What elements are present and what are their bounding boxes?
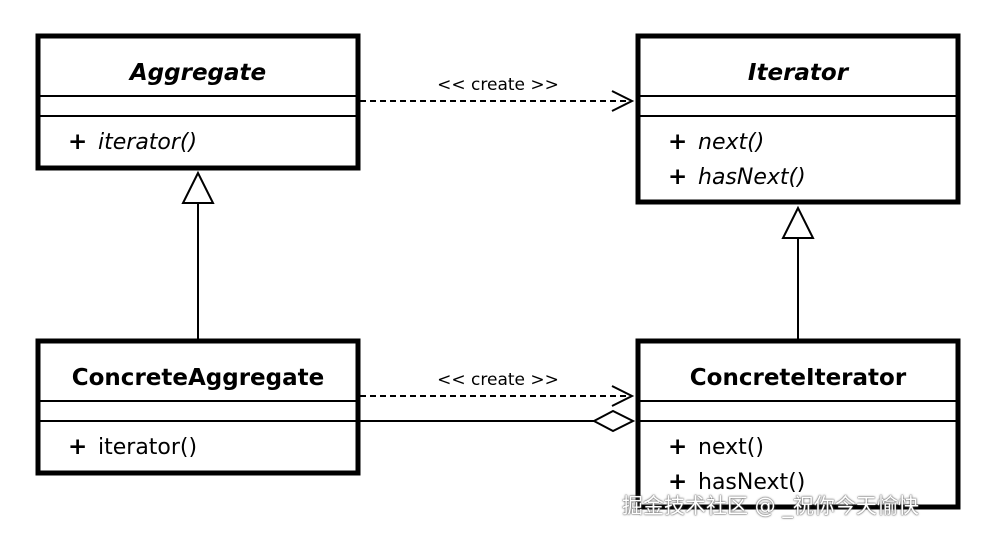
class-aggregate: Aggregate + iterator() [35,33,361,171]
inheritance-triangle-aggregate [181,170,215,204]
aggregation-diamond [591,409,636,433]
class-name-iterator: Iterator [748,60,850,86]
visibility-public: + [668,164,687,190]
aggregation-link [360,409,636,433]
visibility-public: + [68,129,87,155]
inheritance-triangle-iterator [781,205,815,239]
create-dependency-top: << create >> [360,75,635,112]
operation-has-next: hasNext() [698,470,805,495]
operation-has-next: hasNext() [698,165,806,190]
visibility-public: + [668,129,687,155]
operation-iterator: iterator() [98,435,197,460]
watermark: 掘金技术社区 @ _祝你今天愉快 [622,494,919,518]
operation-next: next() [698,130,764,155]
generalization-aggregate [181,170,215,340]
operation-next: next() [698,435,764,460]
create-dependency-bottom: << create >> [360,370,635,407]
create-label-top: << create >> [437,75,559,95]
create-label-bottom: << create >> [437,370,559,390]
visibility-public: + [68,434,87,460]
visibility-public: + [668,469,687,495]
class-name-concrete-iterator: ConcreteIterator [690,365,907,391]
class-concrete-iterator: ConcreteIterator + next() + hasNext() [635,338,961,510]
operation-iterator: iterator() [98,130,197,155]
visibility-public: + [668,434,687,460]
class-name-concrete-aggregate: ConcreteAggregate [72,365,324,391]
class-concrete-aggregate: ConcreteAggregate + iterator() [35,338,361,476]
class-name-aggregate: Aggregate [128,60,266,86]
generalization-iterator [781,205,815,340]
class-iterator: Iterator + next() + hasNext() [635,33,961,205]
